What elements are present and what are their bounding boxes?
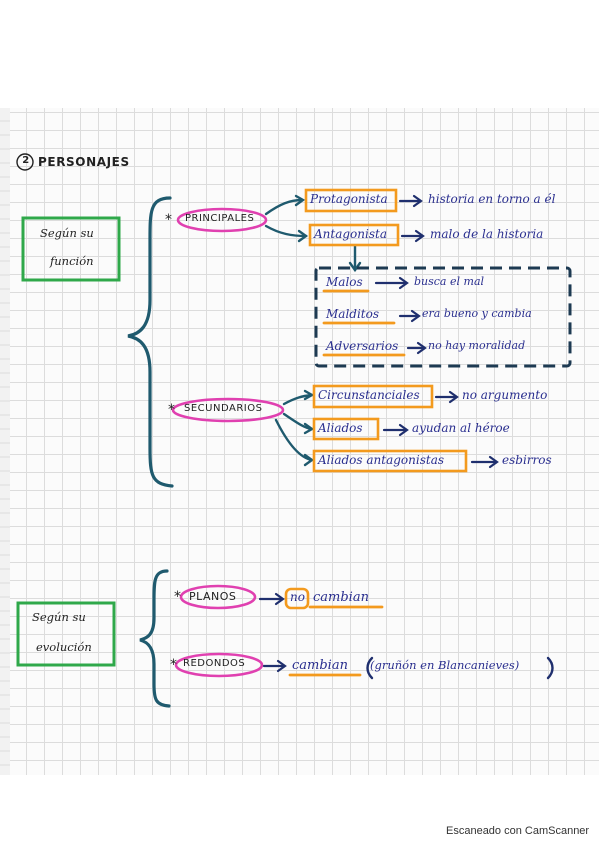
no-box: [284, 587, 310, 610]
protagonista-desc: historia en torno a él: [428, 192, 556, 206]
aliados-desc: ayudan al héroe: [412, 421, 510, 435]
planos-ellipse: [179, 584, 257, 610]
section-number: 2: [22, 155, 30, 166]
antagonista-term: Antagonista: [314, 227, 387, 241]
antagonista-box: [308, 223, 400, 247]
principales-ellipse: [176, 207, 268, 233]
criteria-evolucion-line1: Según su: [32, 610, 86, 624]
branch-arrow-protagonista: [264, 198, 304, 216]
subtypes-dashed-box: [314, 266, 572, 368]
scan-top-margin: [0, 0, 599, 108]
section-number-circle: [16, 153, 34, 171]
aliados-term: Aliados: [318, 421, 363, 435]
malos-desc: busca el mal: [414, 275, 485, 288]
redondos-desc: cambian: [292, 658, 348, 673]
brace-evolucion: [139, 569, 171, 708]
protagonista-term: Protagonista: [310, 192, 388, 206]
criteria-box-evolucion: [16, 601, 116, 667]
redondos-ellipse: [174, 652, 264, 678]
aliados-antagonistas-box: [312, 449, 468, 473]
scanner-watermark: Escaneado con CamScanner: [446, 825, 590, 837]
secundarios-ellipse: [171, 397, 285, 423]
redondos-label: REDONDOS: [183, 658, 246, 669]
antagonista-desc: malo de la historia: [430, 227, 544, 241]
criteria-funcion-line1: Según su: [40, 226, 94, 240]
secundarios-label: SECUNDARIOS: [184, 403, 263, 414]
circunstanciales-desc: no argumento: [462, 388, 548, 402]
criteria-evolucion-line2: evolución: [36, 640, 92, 654]
criteria-box-funcion: [21, 216, 121, 282]
brace-funcion: [127, 196, 174, 488]
svg-text:*: *: [168, 402, 175, 418]
circunstanciales-box: [312, 384, 434, 409]
svg-text:*: *: [165, 212, 172, 228]
scan-bottom-margin: [0, 775, 599, 848]
planos-no: no: [290, 590, 305, 604]
planos-label: PLANOS: [189, 590, 237, 603]
aliados-antagonistas-desc: esbirros: [502, 453, 552, 467]
redondos-note: (gruñón en Blancanieves): [370, 658, 520, 672]
svg-text:*: *: [174, 589, 181, 605]
principales-label: PRINCIPALES: [185, 213, 255, 224]
malos-term: Malos: [326, 275, 363, 289]
malditos-desc: era bueno y cambia: [422, 307, 532, 320]
branch-arrow-antagonista: [264, 224, 308, 238]
adversarios-desc: no hay moralidad: [428, 339, 526, 352]
adversarios-term: Adversarios: [326, 339, 399, 353]
circunstanciales-term: Circunstanciales: [318, 388, 420, 402]
svg-text:*: *: [170, 657, 177, 673]
aliados-antagonistas-term: Aliados antagonistas: [318, 453, 444, 467]
section-title: PERSONAJES: [38, 155, 130, 169]
planos-desc: cambian: [313, 590, 369, 605]
aliados-box: [312, 417, 380, 441]
protagonista-box: [304, 188, 398, 213]
notebook-binding-edge: [0, 108, 10, 775]
criteria-funcion-line2: función: [50, 254, 94, 268]
malditos-term: Malditos: [326, 307, 380, 321]
